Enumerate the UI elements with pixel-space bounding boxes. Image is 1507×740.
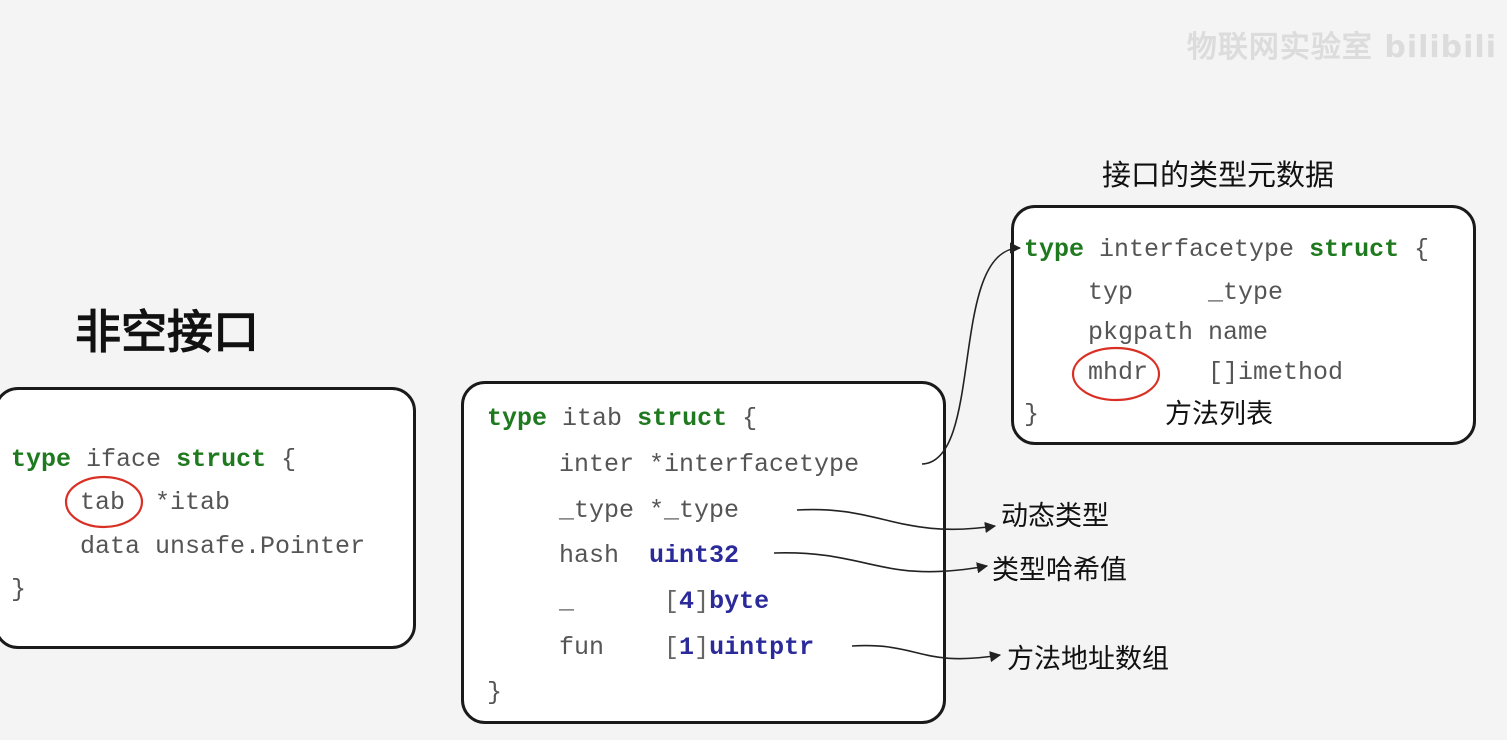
field-type: uint32 xyxy=(649,541,740,570)
bracket-close: ] xyxy=(694,587,710,616)
field-name: typ xyxy=(1088,278,1134,307)
arrow-type-to-dynamic-type xyxy=(796,508,997,534)
field-type: unsafe.Pointer xyxy=(155,532,366,561)
field-type: *itab xyxy=(155,488,231,517)
method-address-array-label: 方法地址数组 xyxy=(1007,644,1169,675)
arrow-fun-to-method-address-array xyxy=(851,644,1002,663)
field-name: pkgpath xyxy=(1088,318,1194,347)
keyword-type: type xyxy=(1024,235,1085,264)
field-type: *_type xyxy=(649,496,740,525)
array-length: 4 xyxy=(679,587,695,616)
keyword-struct: struct xyxy=(637,404,728,433)
field-type: []imethod xyxy=(1208,358,1344,387)
close-brace: } xyxy=(11,575,27,604)
itab-decl-line: type itab struct { xyxy=(487,406,757,431)
struct-name: interfacetype xyxy=(1099,235,1295,264)
field-type: byte xyxy=(709,587,770,616)
field-type-ptr: _type *_type xyxy=(559,498,739,523)
method-list-label: 方法列表 xyxy=(1165,399,1273,430)
keyword-struct: struct xyxy=(1309,235,1400,264)
struct-name: itab xyxy=(562,404,623,433)
field-name: hash xyxy=(559,541,620,570)
field-name: _ xyxy=(559,587,575,616)
field-mhdr: mhdr []imethod xyxy=(1088,360,1343,385)
interfacetype-struct-box xyxy=(1011,205,1476,445)
keyword-type: type xyxy=(487,404,548,433)
field-name: inter xyxy=(559,450,635,479)
arrow-inter-to-interfacetype xyxy=(921,242,1022,465)
struct-name: iface xyxy=(86,445,162,474)
interfacetype-decl-line: type interfacetype struct { xyxy=(1024,237,1429,262)
field-inter: inter *interfacetype xyxy=(559,452,859,477)
dynamic-type-label: 动态类型 xyxy=(1001,501,1109,532)
highlight-circle-mhdr xyxy=(1071,346,1161,402)
bracket-open: [ xyxy=(664,633,680,662)
field-fun: fun [1]uintptr xyxy=(559,635,814,660)
field-pkgpath: pkgpath name xyxy=(1088,320,1268,345)
field-pad: _ [4]byte xyxy=(559,589,769,614)
field-hash: hash uint32 xyxy=(559,543,739,568)
field-type: uintptr xyxy=(709,633,815,662)
page-title: 非空接口 xyxy=(75,305,259,359)
bracket-open: [ xyxy=(664,587,680,616)
keyword-type: type xyxy=(11,445,72,474)
field-name: tab xyxy=(80,488,126,517)
type-hash-label: 类型哈希值 xyxy=(992,555,1127,586)
field-type: _type xyxy=(1208,278,1284,307)
open-brace: { xyxy=(1414,235,1430,264)
field-data: data unsafe.Pointer xyxy=(80,534,365,559)
field-name: data xyxy=(80,532,141,561)
field-name: _type xyxy=(559,496,635,525)
field-name: mhdr xyxy=(1088,358,1149,387)
iface-struct-box xyxy=(0,387,416,649)
open-brace: { xyxy=(742,404,758,433)
iface-decl-line: type iface struct { xyxy=(11,447,296,472)
close-brace: } xyxy=(487,678,503,707)
watermark: 物联网实验室 bilibili xyxy=(1186,30,1497,65)
keyword-struct: struct xyxy=(176,445,267,474)
field-typ: typ _type xyxy=(1088,280,1283,305)
field-name: fun xyxy=(559,633,605,662)
highlight-circle-tab xyxy=(64,475,144,529)
close-brace: } xyxy=(1024,400,1040,429)
itab-struct-box xyxy=(461,381,946,724)
arrow-hash-to-type-hash xyxy=(773,552,989,574)
field-type: *interfacetype xyxy=(649,450,860,479)
field-tab: tab *itab xyxy=(80,490,230,515)
open-brace: { xyxy=(281,445,297,474)
field-type: name xyxy=(1208,318,1269,347)
interfacetype-caption: 接口的类型元数据 xyxy=(1102,158,1335,192)
bracket-close: ] xyxy=(694,633,710,662)
array-length: 1 xyxy=(679,633,695,662)
